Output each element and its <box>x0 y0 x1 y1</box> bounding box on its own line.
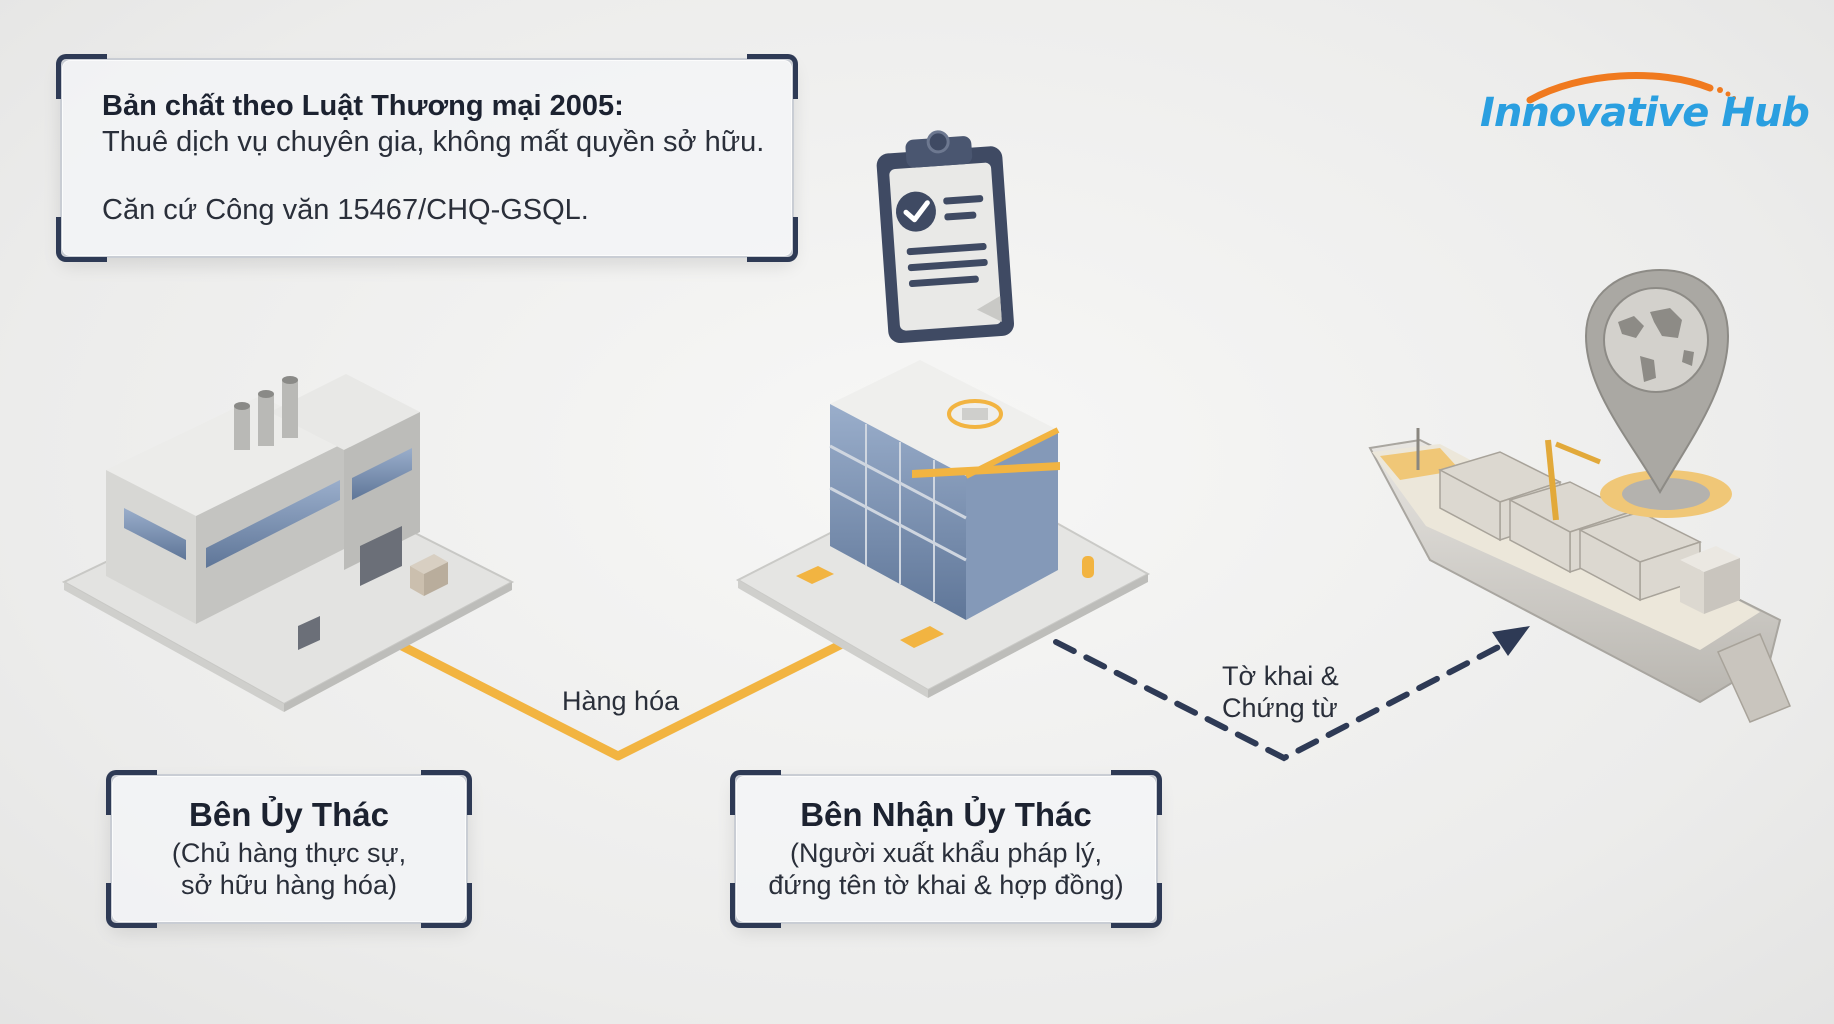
agent-description-line2: đứng tên tờ khai & hợp đồng) <box>768 870 1124 900</box>
corner-bracket <box>56 217 107 262</box>
logo-swoosh-icon <box>1526 72 1736 104</box>
corner-bracket <box>106 883 157 928</box>
corner-bracket <box>730 770 781 815</box>
corner-bracket <box>1111 883 1162 928</box>
innovative-hub-logo: Innovative Hub <box>1470 66 1810 146</box>
legal-reference: Căn cứ Công văn 15467/CHQ-GSQL. <box>102 194 589 226</box>
corner-bracket <box>1111 770 1162 815</box>
corner-bracket <box>56 54 107 99</box>
factory-icon <box>61 374 515 712</box>
goods-flow-label: Hàng hóa <box>562 686 680 716</box>
arrowhead-icon <box>1492 626 1530 656</box>
goods-flow-line <box>393 639 847 761</box>
agent-title: Bên Nhận Ủy Thác <box>800 796 1092 833</box>
corner-bracket <box>730 883 781 928</box>
principal-title: Bên Ủy Thác <box>189 796 389 833</box>
corner-bracket <box>106 770 157 815</box>
corner-bracket <box>747 217 798 262</box>
cargo-ship-icon <box>1368 428 1791 723</box>
corner-bracket <box>421 770 472 815</box>
corner-bracket <box>747 54 798 99</box>
documents-flow-label-line1: Tờ khai & <box>1222 661 1339 691</box>
agent-party-box: Bên Nhận Ủy Thác (Người xuất khẩu pháp l… <box>730 770 1162 928</box>
legal-basis-box: Bản chất theo Luật Thương mại 2005: Thuê… <box>56 54 798 262</box>
legal-basis-description: Thuê dịch vụ chuyên gia, không mất quyền… <box>102 126 765 158</box>
documents-flow-line <box>1053 626 1530 762</box>
location-pin-icon <box>1584 268 1732 518</box>
clipboard-check-icon <box>876 130 1015 343</box>
principal-description-line1: (Chủ hàng thực sự, <box>171 838 407 868</box>
legal-basis-heading: Bản chất theo Luật Thương mại 2005: <box>102 90 624 122</box>
corner-bracket <box>421 883 472 928</box>
documents-flow-label-line2: Chứng từ <box>1222 693 1338 723</box>
principal-party-box: Bên Ủy Thác (Chủ hàng thực sự, sở hữu hà… <box>106 770 472 928</box>
agent-description-line1: (Người xuất khẩu pháp lý, <box>790 838 1102 868</box>
logo-text: Innovative Hub <box>1480 90 1810 136</box>
office-building-icon <box>735 360 1151 698</box>
principal-description-line2: sở hữu hàng hóa) <box>181 870 397 900</box>
